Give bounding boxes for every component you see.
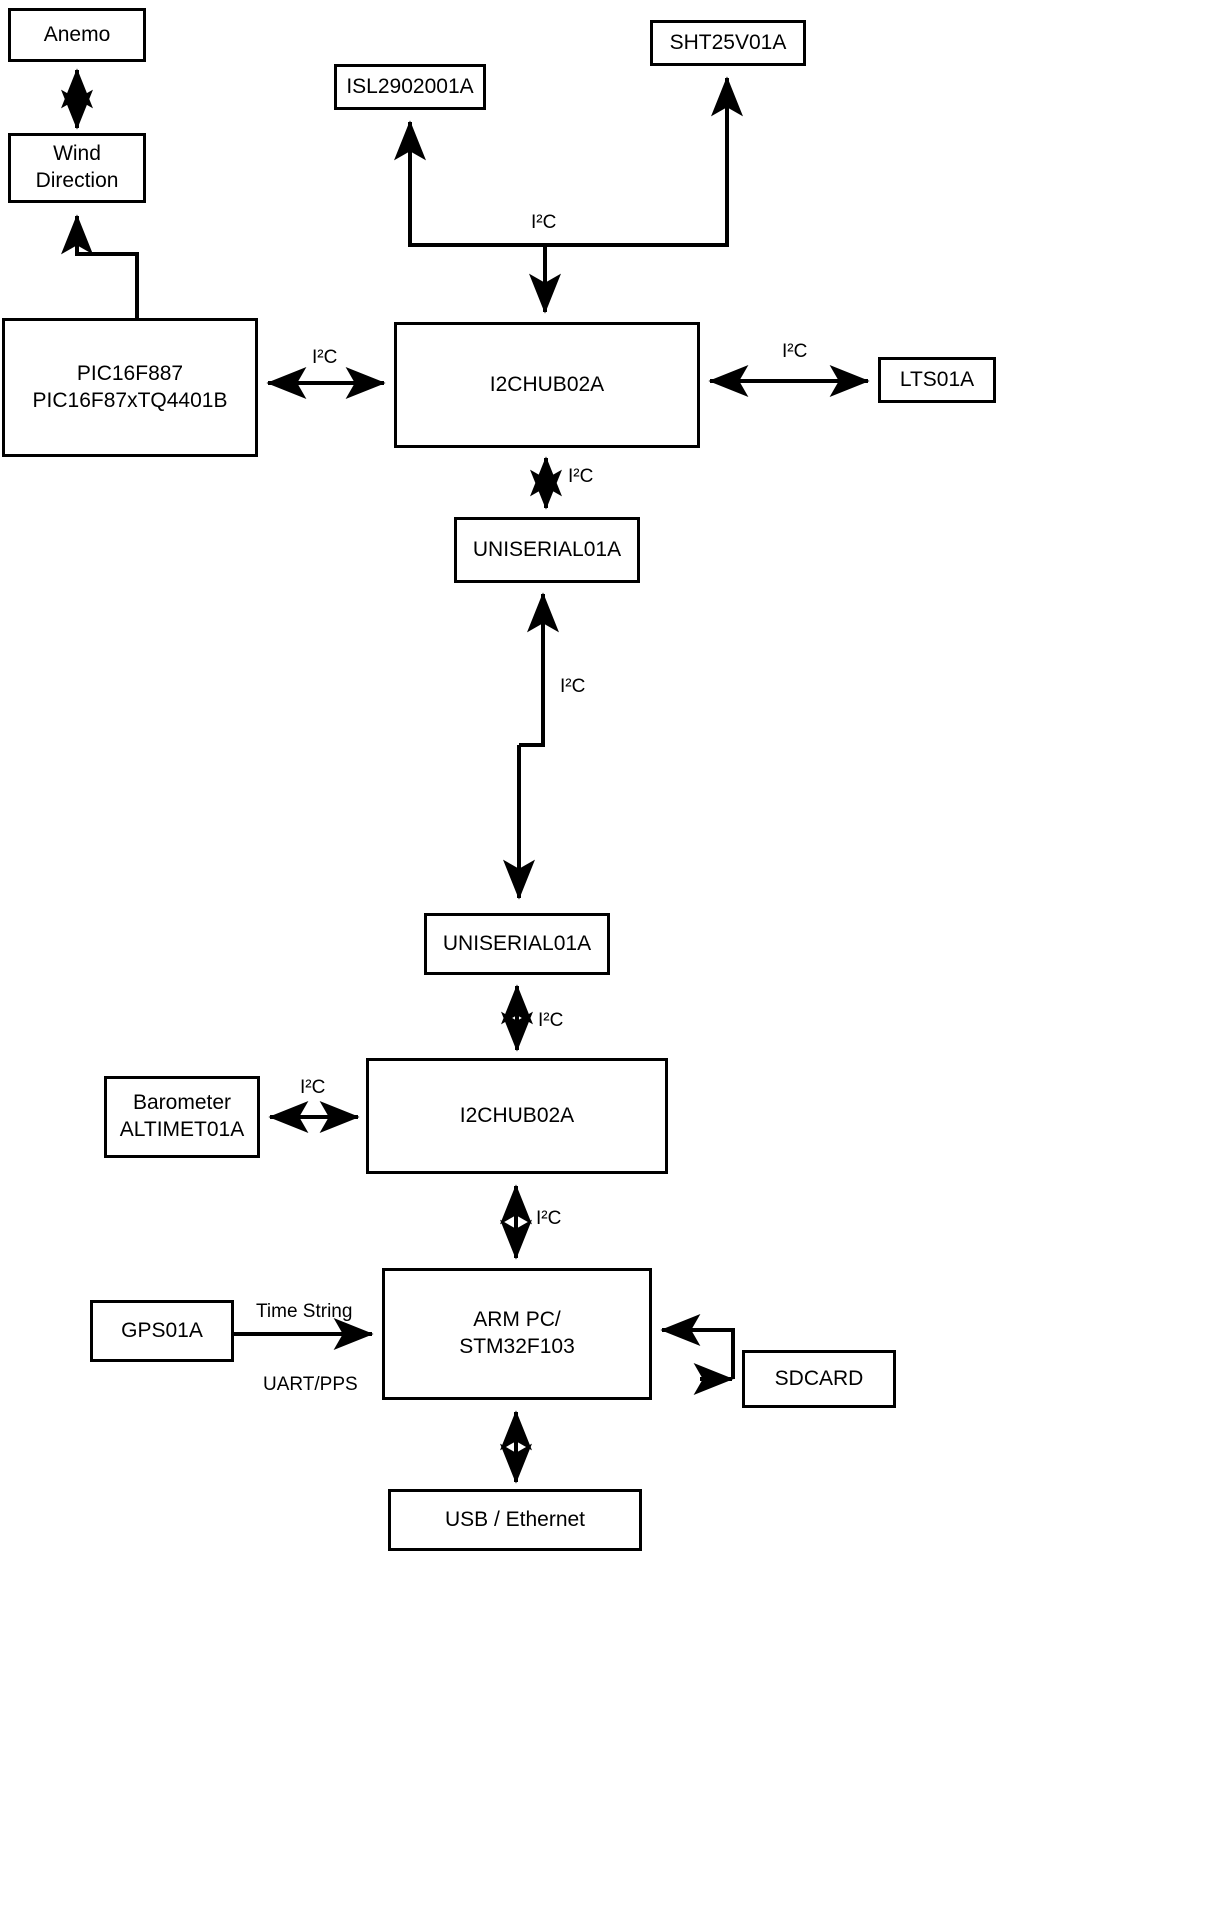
node-i2chub02a-bottom[interactable]: I2CHUB02A: [366, 1058, 668, 1174]
node-label: GPS01A: [121, 1318, 203, 1342]
node-label: PIC16F887 PIC16F87xTQ4401B: [32, 361, 228, 412]
node-label: Wind Direction: [35, 142, 119, 192]
node-arm-pc-stm32f103[interactable]: ARM PC/ STM32F103: [382, 1268, 652, 1400]
node-label: UNISERIAL01A: [442, 931, 592, 955]
edge-label-i2c-hub-lts: I²C: [782, 341, 808, 362]
node-uniserial01a-lower[interactable]: UNISERIAL01A: [424, 913, 610, 975]
node-label: USB / Ethernet: [444, 1507, 586, 1531]
node-sht25v01a[interactable]: SHT25V01A: [650, 20, 806, 66]
connection-hub-isl: [394, 120, 545, 247]
node-anemo[interactable]: Anemo: [8, 8, 146, 62]
node-label: LTS01A: [899, 367, 975, 391]
edge-label-i2c-uniserial-link: I²C: [560, 676, 586, 697]
node-label: Barometer ALTIMET01A: [119, 1091, 245, 1141]
connection-pic-wind: [61, 214, 139, 318]
node-isl2902001a[interactable]: ISL2902001A: [334, 64, 486, 110]
node-label: SDCARD: [774, 1366, 864, 1390]
node-label: Anemo: [43, 22, 111, 46]
node-label: UNISERIAL01A: [472, 537, 622, 561]
node-wind-direction[interactable]: Wind Direction: [8, 133, 146, 203]
node-uniserial01a-upper[interactable]: UNISERIAL01A: [454, 517, 640, 583]
connection-uniserial2-uniserial1: [502, 592, 560, 900]
node-lts01a[interactable]: LTS01A: [878, 357, 996, 403]
connection-hub-sht: [545, 76, 744, 247]
edge-label-i2c-barometer-hub2: I²C: [300, 1077, 326, 1098]
node-label: ARM PC/ STM32F103: [459, 1308, 575, 1358]
connection-armpc-sdcard: [660, 1313, 735, 1396]
node-label: ISL2902001A: [346, 74, 474, 98]
edge-label-uart-pps: UART/PPS: [263, 1374, 358, 1395]
edge-label-time-string: Time String: [256, 1301, 353, 1322]
node-label: SHT25V01A: [669, 30, 787, 54]
node-pic16f887[interactable]: PIC16F887 PIC16F87xTQ4401B: [2, 318, 258, 457]
edge-label-i2c-hub-uniserial1: I²C: [568, 466, 594, 487]
edge-label-i2c-uniserial2-hub2: I²C: [538, 1010, 564, 1031]
edge-label-i2c-bus-top: I²C: [531, 212, 557, 233]
node-label: I2CHUB02A: [459, 1103, 575, 1127]
node-label: I2CHUB02A: [489, 372, 605, 396]
edge-label-i2c-hub2-armpc: I²C: [536, 1208, 562, 1229]
node-usb-ethernet[interactable]: USB / Ethernet: [388, 1489, 642, 1551]
node-barometer-altimet01a[interactable]: Barometer ALTIMET01A: [104, 1076, 260, 1158]
node-sdcard[interactable]: SDCARD: [742, 1350, 896, 1408]
node-i2chub02a-top[interactable]: I2CHUB02A: [394, 322, 700, 448]
node-gps01a[interactable]: GPS01A: [90, 1300, 234, 1362]
edge-label-i2c-pic-hub: I²C: [312, 347, 338, 368]
